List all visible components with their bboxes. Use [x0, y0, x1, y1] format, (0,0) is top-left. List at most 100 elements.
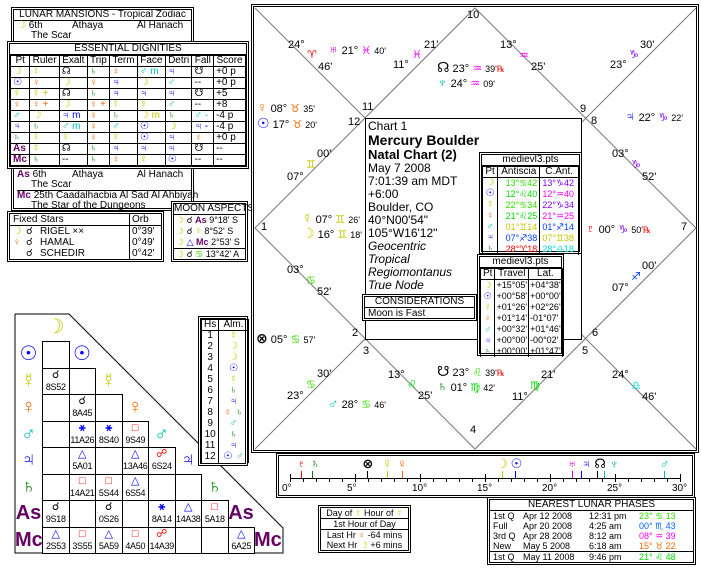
planet-degree: 07°: [315, 214, 333, 226]
planet-icon: ♂: [481, 221, 499, 233]
phase-time: 8:12 am: [589, 531, 622, 541]
timeline-planet-icon[interactable]: ☊: [594, 456, 606, 471]
timeline-planet-icon[interactable]: ♆: [609, 456, 620, 471]
travel-value: +00°00': [494, 345, 530, 357]
aspect-cell[interactable]: □4A50: [121, 526, 149, 554]
timeline-tick: [407, 478, 408, 482]
aspect-cell[interactable]: □9S49: [121, 420, 149, 448]
aspect-cell[interactable]: □5A18: [201, 500, 229, 528]
wheel-planet-sun[interactable]: ☉ 17° ♉ 20': [257, 116, 317, 132]
phase-name: 1st Q: [493, 511, 515, 521]
timeline-marker: [580, 471, 582, 478]
wheel-planet-mars[interactable]: ♂ 28° ♋ 46': [328, 396, 386, 412]
aspect-grid-planet-label: ☿: [101, 369, 116, 392]
timeline-planet-icon[interactable]: ♃: [581, 456, 592, 471]
timeline-planet-icon[interactable]: ⊗: [362, 456, 374, 471]
aspect-cell[interactable]: ⚹11A26: [68, 420, 96, 448]
aspect-cell[interactable]: ☍14A39: [148, 526, 176, 554]
aspect-cell[interactable]: [42, 341, 70, 369]
aspect-cell[interactable]: △14A38: [174, 500, 202, 528]
timeline-marker: [300, 471, 302, 478]
aspect-cell[interactable]: △6S54: [121, 473, 149, 501]
aspect-icon: △: [186, 237, 194, 247]
almuten-planet: ♀♄: [218, 407, 249, 419]
moon-aspects-title: MOON ASPECTS: [174, 203, 255, 215]
contra-antiscia-value: 21°♒25: [539, 210, 579, 222]
almuten-header: Hs: [200, 319, 220, 331]
wheel-planet-neptune[interactable]: ♆ 24° ♒ 09': [437, 75, 495, 91]
aspect-cell[interactable]: ☌8S52: [42, 367, 70, 395]
degree-timeline: [276, 453, 695, 498]
timeline-tick: [641, 478, 642, 482]
timeline-tick: [316, 478, 317, 482]
wheel-planet-jupiter[interactable]: ♃ 22° ♑ 22': [625, 109, 683, 125]
timeline-planet-icon[interactable]: ♀: [397, 456, 407, 471]
lunar-mansion-moon: ☽ 6th Athaya Al Hanach The Scar: [14, 21, 191, 41]
travel-row: ♂+00°32'+01°46': [479, 323, 563, 335]
timeline-planet-icon[interactable]: ☉: [510, 456, 523, 471]
wheel-planet-venus[interactable]: ♀ 08° ♉ 35': [257, 100, 315, 116]
timeline-planet-icon[interactable]: ♇: [296, 456, 307, 471]
contra-antiscia-value: 28°♎18: [539, 243, 579, 255]
travel-row: ♀+01°14'-01°07': [479, 312, 563, 324]
wheel-planet-snode[interactable]: ☋ 23° ♌ 39'℞: [437, 364, 505, 380]
timeline-tick: [472, 478, 473, 482]
aspect-cell[interactable]: △2S53: [42, 526, 70, 554]
dignities-cell: ♀: [109, 154, 138, 166]
aspect-cell[interactable]: [68, 367, 96, 395]
aspect-cell[interactable]: ☌8A45: [68, 394, 96, 422]
chart-zodiac: Tropical: [368, 252, 410, 266]
cusp-sign-icon: ♐: [631, 271, 641, 283]
aspect-cell[interactable]: [174, 526, 202, 554]
cusp-minutes: 30': [640, 39, 655, 51]
almuten-planet: ☉♂: [218, 451, 249, 463]
aspect-grid-planet-label: Mc: [15, 528, 43, 551]
timeline-planet-icon[interactable]: ♂: [659, 456, 670, 471]
wheel-planet-pluto[interactable]: ♇ 00° ♑ 50'℞: [585, 221, 651, 237]
aspect-icon: ☌: [186, 215, 193, 225]
aspect-glyph-icon: ⚹: [78, 421, 86, 434]
cusp-minutes: 25': [418, 390, 433, 402]
dignities-row: ☉♀☽♀♃☽♂--+0 p: [9, 77, 246, 89]
considerations-title: CONSIDERATIONS: [365, 297, 474, 308]
planet-minutes: 22': [671, 113, 683, 123]
antiscia-value: 22°♋34: [497, 199, 541, 211]
star-orb: 0°49': [129, 237, 161, 248]
dignities-cell: Mc: [9, 154, 31, 166]
sun-icon: ☉: [257, 115, 270, 131]
wheel-planet-mercury[interactable]: ☿ 07° ♊ 26': [302, 211, 360, 227]
aspect-orb: 2°53' S: [211, 237, 240, 247]
travel-header: Travel: [494, 268, 530, 280]
aspect-cell[interactable]: [68, 500, 96, 528]
planet-icon: ☿: [229, 330, 238, 342]
next-hour-label: Next Hr: [326, 540, 358, 550]
wheel-planet-saturn[interactable]: ♄ 01° ♍ 42': [437, 379, 495, 395]
timeline-planet-icon[interactable]: ♅: [567, 456, 578, 471]
star-orb: 0°39': [129, 226, 161, 237]
timeline-planet-icon[interactable]: ☽: [496, 456, 509, 471]
aspect-cell[interactable]: [121, 500, 149, 528]
aspect-cell[interactable]: [95, 394, 123, 422]
sign-icon: ♉: [292, 119, 303, 131]
contra-antiscia-value: 22°♑34: [539, 199, 579, 211]
wheel-planet-node[interactable]: ☊ 23° ♒ 39'℞: [437, 60, 505, 76]
cusp-minutes: 00': [642, 260, 657, 272]
day-of-label: Day of: [326, 508, 353, 518]
mansion-number: 6th: [28, 20, 43, 31]
wheel-planet-moon[interactable]: ☽ 16° ♊ 18': [302, 226, 362, 242]
aspect-grid-planet-label: ♂: [21, 422, 36, 445]
wheel-planet-uranus[interactable]: ♅ 21° ♓ 40': [328, 42, 386, 58]
timeline-planet-icon[interactable]: ♄: [310, 456, 321, 471]
aspect-orb: 13°42' A: [205, 249, 240, 259]
aspect-cell[interactable]: ⚹8A14: [148, 500, 176, 528]
timeline-planet-icon[interactable]: ☿: [382, 456, 392, 471]
wheel-planet-fortune[interactable]: ⊗ 05° ♋ 57': [256, 331, 315, 347]
aspect-cell[interactable]: [174, 473, 202, 501]
aspect-cell[interactable]: △6A25: [227, 526, 255, 554]
timeline-tick: [537, 478, 538, 482]
aspect-cell[interactable]: △5A59: [95, 526, 123, 554]
aspect-cell[interactable]: □5S44: [95, 473, 123, 501]
dignities-cell: ☉: [164, 154, 193, 166]
aspect-cell[interactable]: □3S55: [68, 526, 96, 554]
